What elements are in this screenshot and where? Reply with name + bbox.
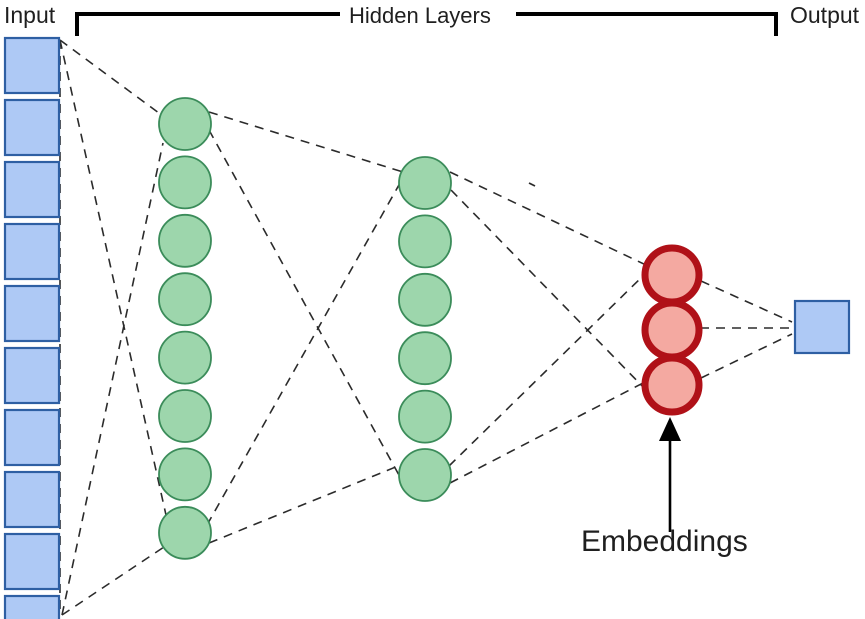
edge-0 xyxy=(59,39,164,117)
hidden-1-node-2 xyxy=(158,155,212,210)
edge-7 xyxy=(206,175,405,526)
input-node-8 xyxy=(3,470,61,529)
hidden-1-node-8 xyxy=(158,505,212,560)
input-layer-label: Input xyxy=(4,2,56,28)
embeddings-node-1 xyxy=(641,244,703,306)
input-node-5 xyxy=(3,284,61,343)
hidden-2-node-3 xyxy=(398,272,452,327)
input-node-3 xyxy=(3,160,61,219)
edge-6 xyxy=(208,129,406,487)
hidden-2-node-6 xyxy=(398,448,452,502)
edge-15 xyxy=(700,333,793,379)
network-nodes xyxy=(3,36,851,619)
hidden-1-node-1 xyxy=(158,97,212,151)
output-node-1 xyxy=(793,299,851,355)
hidden-1-node-3 xyxy=(158,213,212,268)
input-node-1 xyxy=(3,36,61,95)
embeddings-node-3 xyxy=(641,354,703,416)
embeddings-callout-arrow xyxy=(659,417,681,532)
edge-10 xyxy=(450,189,649,393)
input-node-2 xyxy=(3,98,61,157)
hidden-layers-bracket xyxy=(75,12,778,36)
edge-13 xyxy=(700,280,793,323)
input-node-9 xyxy=(3,532,61,591)
edge-5 xyxy=(208,111,404,173)
hidden-2-node-5 xyxy=(398,389,452,444)
edge-8 xyxy=(208,463,404,544)
input-node-7 xyxy=(3,408,61,467)
input-node-10 xyxy=(3,594,61,619)
edge-1 xyxy=(59,39,169,525)
embeddings-node-2 xyxy=(641,299,703,361)
edge-12 xyxy=(449,381,646,484)
hidden-1-node-4 xyxy=(158,272,212,327)
hidden-2-node-2 xyxy=(398,214,452,269)
embeddings-annotation-label: Embeddings xyxy=(581,525,748,558)
input-node-6 xyxy=(3,346,61,405)
stray-dash-artifact xyxy=(528,182,536,187)
input-node-4 xyxy=(3,222,61,281)
hidden-layers-label: Hidden Layers xyxy=(345,3,495,29)
output-layer-label: Output xyxy=(790,2,860,28)
edge-9 xyxy=(449,171,647,266)
edge-11 xyxy=(448,271,648,467)
hidden-2-node-1 xyxy=(398,156,452,210)
hidden-2-node-4 xyxy=(398,331,452,386)
hidden-1-node-7 xyxy=(158,447,212,502)
connection-edges xyxy=(59,39,793,616)
edge-4 xyxy=(61,542,171,616)
hidden-1-node-6 xyxy=(158,389,212,443)
hidden-1-node-5 xyxy=(158,330,212,385)
edge-3 xyxy=(61,142,164,616)
callout-arrowhead xyxy=(659,417,681,441)
